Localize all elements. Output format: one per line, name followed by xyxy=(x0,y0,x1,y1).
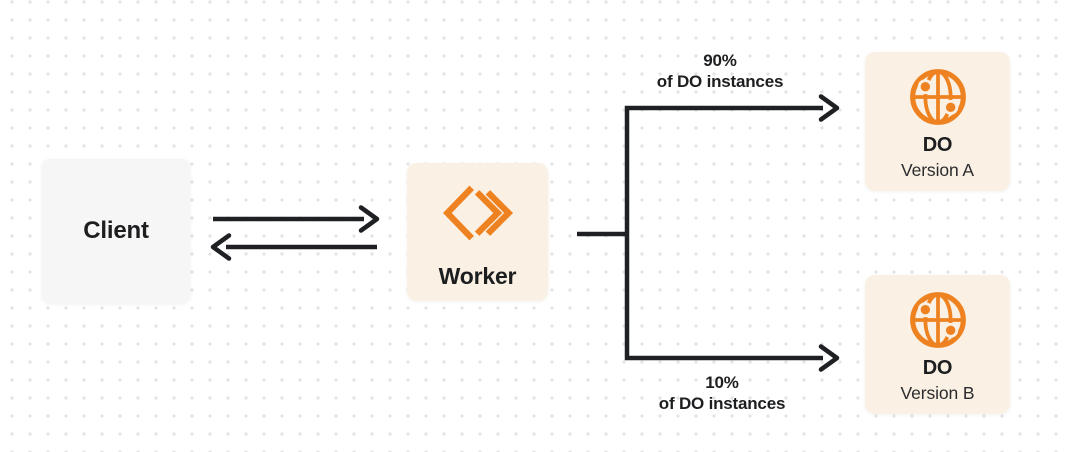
do-a-subtitle: Version A xyxy=(900,159,975,180)
route-top-percent: 90% xyxy=(703,51,737,70)
arrowhead-do-a xyxy=(818,94,840,122)
worker-node: Worker xyxy=(407,163,548,301)
client-node: Client xyxy=(42,159,190,303)
route-bottom-label: 10% of DO instances xyxy=(612,372,832,414)
branch-worker-to-do xyxy=(577,94,840,372)
cloudflare-workers-icon xyxy=(442,181,514,245)
globe-icon xyxy=(908,290,968,350)
arrow-client-to-worker xyxy=(213,205,380,233)
client-label: Client xyxy=(83,217,149,244)
route-bottom-percent: 10% xyxy=(705,373,739,392)
globe-icon xyxy=(908,67,968,127)
do-version-a-node: DO Version A xyxy=(865,52,1010,191)
worker-label: Worker xyxy=(438,262,517,289)
do-b-title: DO xyxy=(922,356,953,379)
do-a-title: DO xyxy=(922,133,953,156)
route-top-caption: of DO instances xyxy=(656,72,784,91)
do-b-subtitle: Version B xyxy=(900,382,975,403)
route-bottom-caption: of DO instances xyxy=(658,394,786,413)
arrow-worker-to-client xyxy=(210,233,377,261)
do-version-b-node: DO Version B xyxy=(865,275,1010,414)
arrowhead-do-b xyxy=(818,344,840,372)
route-top-label: 90% of DO instances xyxy=(610,50,830,92)
